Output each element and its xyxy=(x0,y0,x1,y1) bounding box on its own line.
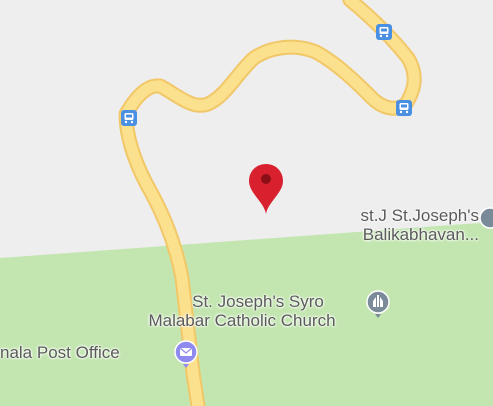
park-area xyxy=(0,222,493,406)
place-label-syro-malabar-church[interactable]: St. Joseph's Syro Malabar Catholic Churc… xyxy=(110,292,374,330)
post-office-icon[interactable] xyxy=(174,340,198,368)
place-label-line: Balikabhavan... xyxy=(362,225,479,244)
bus-stop-icon[interactable] xyxy=(376,24,392,40)
place-of-worship-icon[interactable] xyxy=(479,207,493,229)
bus-stop-icon[interactable] xyxy=(396,100,412,116)
bus-stop-icon[interactable] xyxy=(121,110,137,126)
red-location-pin-icon[interactable] xyxy=(249,164,283,214)
church-icon[interactable] xyxy=(366,290,390,318)
place-label-line: St. Joseph's Syro xyxy=(192,292,324,311)
place-label-line: nala Post Office xyxy=(0,343,120,362)
place-label-balikabhavan[interactable]: st.J St.Joseph's Balikabhavan... xyxy=(360,206,479,244)
place-label-line: st.J St.Joseph's xyxy=(360,206,479,225)
place-label-line: Malabar Catholic Church xyxy=(148,311,336,330)
place-label-post-office[interactable]: nala Post Office xyxy=(0,343,120,362)
